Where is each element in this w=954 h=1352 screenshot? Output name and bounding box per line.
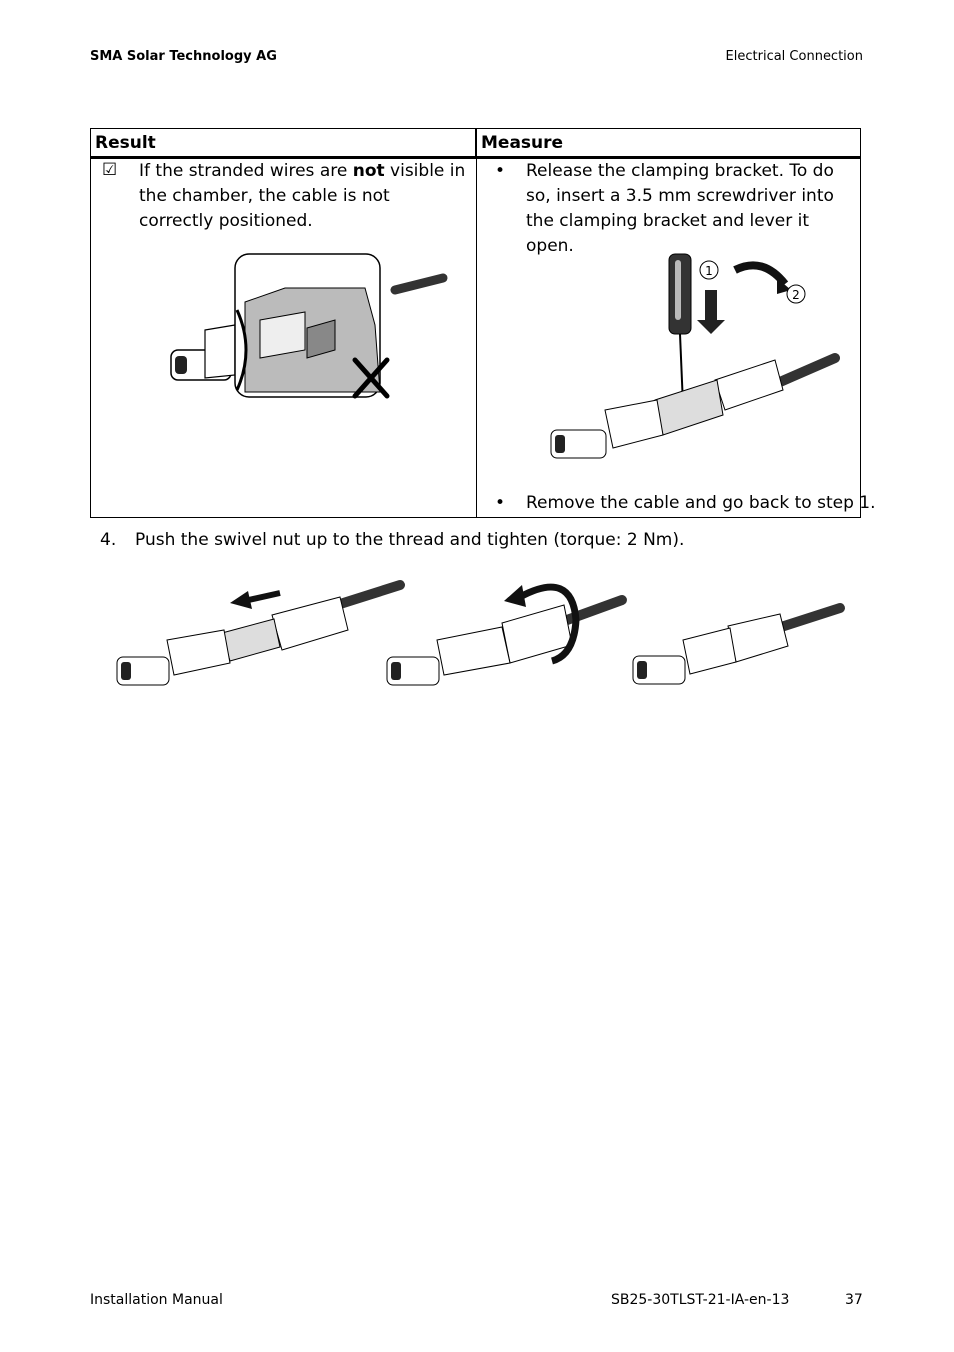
callout-1-icon: [699, 260, 719, 280]
footer-manual: Installation Manual: [90, 1292, 223, 1308]
result-text: If the stranded wires are not visible in…: [139, 161, 466, 231]
connector-assembled-illustration: [632, 603, 845, 685]
page-number: 37: [845, 1292, 863, 1308]
header-company: SMA Solar Technology AG: [90, 49, 277, 64]
header-section: Electrical Connection: [725, 49, 863, 64]
header-rule: [91, 156, 860, 159]
bullet-icon: •: [495, 493, 506, 513]
screwdriver-release-illustration: 1 2: [550, 253, 840, 459]
bullet-icon: •: [495, 161, 506, 181]
checkbox-icon: ☑: [102, 160, 118, 180]
column-header-result: Result: [91, 129, 476, 157]
step-text: Push the swivel nut up to the thread and…: [135, 530, 685, 550]
step-number: 4.: [100, 530, 117, 550]
callout-2-label: 2: [792, 288, 800, 302]
result-measure-table: Result Measure: [90, 128, 861, 518]
swivel-push-illustration: [116, 580, 405, 686]
measure-release-text: Release the clamping bracket. To do so, …: [526, 161, 834, 256]
callout-1-label: 1: [705, 264, 713, 278]
callout-2-icon: [786, 284, 806, 304]
column-divider: [476, 129, 477, 517]
connector-detail-illustration: [170, 253, 448, 399]
column-header-measure: Measure: [481, 133, 564, 153]
measure-remove-text: Remove the cable and go back to step 1.: [526, 493, 876, 513]
footer-doc-id: SB25-30TLST-21-IA-en-13: [611, 1292, 790, 1308]
swivel-tighten-illustration: [386, 583, 627, 686]
